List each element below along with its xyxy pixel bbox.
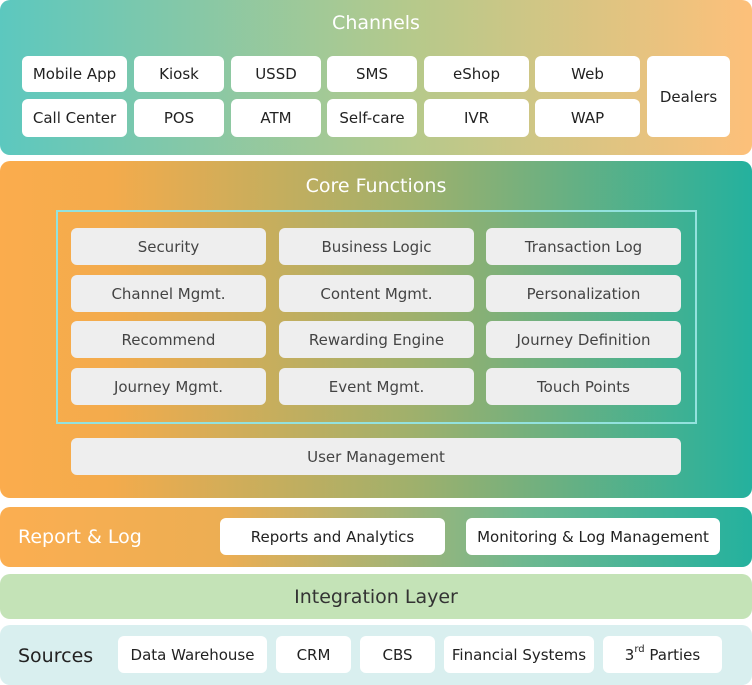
- source-crm: CRM: [276, 636, 351, 673]
- core-functions-title: Core Functions: [305, 175, 447, 197]
- sources-layer: Sources Data Warehouse CRM CBS Financial…: [0, 625, 752, 685]
- channel-kiosk: Kiosk: [134, 56, 224, 92]
- source-data-warehouse: Data Warehouse: [118, 636, 267, 673]
- report-reports-analytics: Reports and Analytics: [220, 518, 445, 555]
- third-parties-label: Parties: [644, 645, 701, 664]
- core-rewarding-engine: Rewarding Engine: [279, 321, 474, 358]
- core-functions-frame: [56, 210, 697, 424]
- channels-title: Channels: [332, 12, 420, 34]
- core-channel-mgmt: Channel Mgmt.: [71, 275, 266, 312]
- third-parties-ordinal: rd: [634, 644, 645, 655]
- channel-self-care: Self-care: [327, 99, 417, 137]
- third-parties-number: 3: [624, 645, 635, 664]
- core-recommend: Recommend: [71, 321, 266, 358]
- channel-atm: ATM: [231, 99, 321, 137]
- channel-call-center: Call Center: [22, 99, 127, 137]
- core-event-mgmt: Event Mgmt.: [279, 368, 474, 405]
- report-log-title: Report & Log: [18, 526, 142, 548]
- channel-wap: WAP: [535, 99, 640, 137]
- channels-layer: Channels Mobile App Kiosk USSD SMS eShop…: [0, 0, 752, 155]
- channel-web: Web: [535, 56, 640, 92]
- channel-mobile-app: Mobile App: [22, 56, 127, 92]
- channel-dealers: Dealers: [647, 56, 730, 137]
- core-personalization: Personalization: [486, 275, 681, 312]
- source-cbs: CBS: [360, 636, 435, 673]
- channel-sms: SMS: [327, 56, 417, 92]
- sources-title: Sources: [18, 645, 94, 667]
- core-touch-points: Touch Points: [486, 368, 681, 405]
- core-journey-definition: Journey Definition: [486, 321, 681, 358]
- core-security: Security: [71, 228, 266, 265]
- report-monitoring-log: Monitoring & Log Management: [466, 518, 720, 555]
- channel-eshop: eShop: [424, 56, 529, 92]
- source-financial-systems: Financial Systems: [444, 636, 594, 673]
- report-log-layer: Report & Log Reports and Analytics Monit…: [0, 507, 752, 567]
- integration-layer: Integration Layer: [0, 574, 752, 619]
- channel-ivr: IVR: [424, 99, 529, 137]
- core-user-management: User Management: [71, 438, 681, 475]
- core-journey-mgmt: Journey Mgmt.: [71, 368, 266, 405]
- channel-pos: POS: [134, 99, 224, 137]
- core-business-logic: Business Logic: [279, 228, 474, 265]
- core-content-mgmt: Content Mgmt.: [279, 275, 474, 312]
- core-functions-layer: Core Functions Security Business Logic T…: [0, 161, 752, 498]
- channel-ussd: USSD: [231, 56, 321, 92]
- core-transaction-log: Transaction Log: [486, 228, 681, 265]
